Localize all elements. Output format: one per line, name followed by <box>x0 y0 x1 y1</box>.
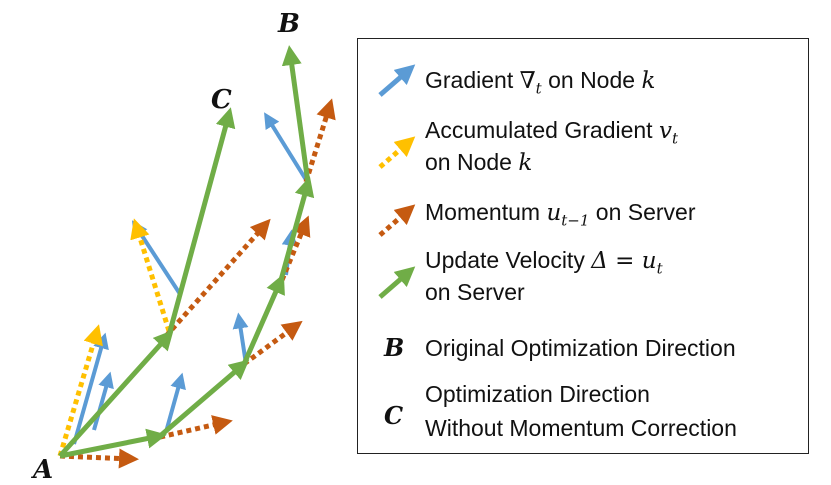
update-arrow <box>281 45 311 184</box>
momentum-arrow <box>242 320 303 367</box>
point-label-c: C <box>211 85 232 115</box>
legend-text-without-line1: Optimization Direction <box>425 381 650 407</box>
legend-letter-b: B <box>384 333 405 362</box>
momentum-arrow <box>303 98 336 183</box>
legend-text-accumulated-line2: on Node k <box>425 149 533 176</box>
momentum-arrow <box>159 415 233 440</box>
update-arrow <box>166 107 236 336</box>
gradient-arrow <box>164 372 186 433</box>
gradient-arrow <box>264 112 310 185</box>
momentum-arrow-icon <box>378 204 416 237</box>
legend-text-accumulated: Accumulated Gradient vt <box>425 117 678 148</box>
legend-letter-c: C <box>384 401 404 430</box>
legend-text-update: Update Velocity Δ = ut <box>425 247 663 278</box>
update-arrow <box>241 273 285 366</box>
gradient-arrow-icon <box>378 64 416 97</box>
accumulated-arrow-icon <box>378 136 416 169</box>
gradient-arrows <box>72 112 310 445</box>
accumulated-arrow <box>57 324 103 457</box>
accumulated-arrows <box>57 218 172 457</box>
legend-text-momentum: Momentum ut−1 on Server <box>425 199 696 230</box>
update-arrow <box>158 359 250 438</box>
legend-text-gradient: Gradient ∇t on Node k <box>425 67 656 98</box>
gradient-arrow <box>92 371 114 431</box>
legend-text-without-line2: Without Momentum Correction <box>425 415 737 441</box>
accumulated-arrow <box>130 218 172 332</box>
update-arrow-icon <box>378 266 416 299</box>
update-arrow <box>59 428 167 459</box>
legend-text-update-line2: on Server <box>425 279 525 305</box>
legend-text-original: Original Optimization Direction <box>425 335 736 361</box>
gradient-arrow <box>72 332 109 445</box>
update-arrows <box>58 45 315 459</box>
momentum-arrow <box>59 448 139 469</box>
momentum-arrow <box>164 218 271 338</box>
update-arrow <box>278 176 315 281</box>
point-label-b: B <box>277 9 300 39</box>
legend-box: Gradient ∇t on Node k Accumulated Gradie… <box>357 38 809 454</box>
update-arrow <box>58 329 174 458</box>
point-label-a: A <box>30 455 53 485</box>
